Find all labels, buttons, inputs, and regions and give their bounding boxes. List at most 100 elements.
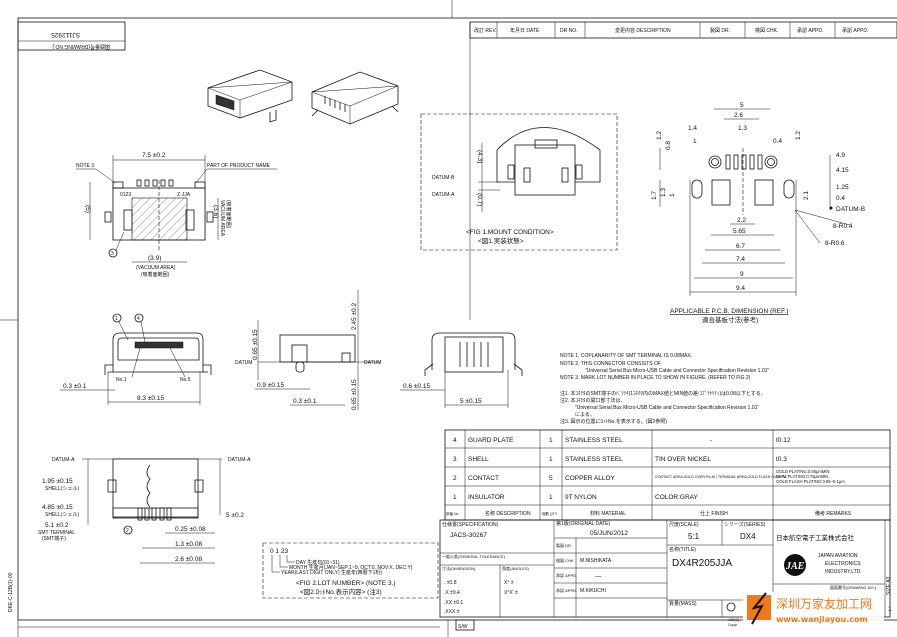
fig1-mount-condition: (4.3) (0.7) DATUM-B DATUM-A <FIG 1.MOUNT… — [420, 113, 618, 251]
note-line: NOTE 1. COPLANARITY OF SMT TERMINAL IS 0… — [560, 353, 692, 359]
pcb-caption: APPLICABLE P.C.B. DIMENSION (REF.) — [670, 308, 788, 315]
fig1-datum-a: DATUM-A — [432, 192, 455, 198]
pin-no1: No.1 — [116, 377, 127, 383]
pcb-dim-2-6: 2.6 — [734, 112, 743, 119]
part-no: 1 — [453, 494, 457, 501]
parts-row-1: 1 INSULATOR 1 9T NYLON COLOR:GRAY — [453, 494, 699, 501]
mouth-view: 1 4 No.1 No.5 0.3 ±0.1 8.3 ±0.15 — [60, 313, 212, 405]
note-line: "Universal Serial Bus Micro-USB Cable an… — [575, 405, 759, 411]
spec-value: JACS-30267 — [450, 532, 487, 539]
scale-label: 尺度(SCALE) — [669, 521, 699, 528]
pitch-dim-1-3: 1.3 ±0.08 — [175, 541, 202, 548]
pcb-radius-0-6: 8-R0.6 — [825, 240, 845, 247]
dimension-label: 寸法(DIMENSION) — [442, 565, 476, 571]
pcb-dim-9: 9 — [740, 271, 744, 278]
part-material: STAINLESS STEEL — [565, 437, 623, 444]
part-qty: 1 — [549, 437, 553, 444]
tolerance-label: 一般公差(GENERAL TOLERANCE) — [442, 553, 506, 559]
part-desc: SHELL — [468, 456, 489, 463]
fig1-caption-jp: <図1.実装状態> — [478, 236, 524, 245]
side-dim-0-3: 0.3 ±0.1 — [293, 398, 317, 405]
part-material: 9T NYLON — [565, 494, 597, 501]
side-view: DATUM DATUM 0.65 ±0.15 2.45 ±0.2 0.65 ±0… — [235, 290, 381, 410]
lot-day: DAY 生産日(01~31) — [296, 559, 340, 566]
rev-header-date: 年月日 DATE — [510, 27, 540, 34]
company-en-3: INDUSTRY,LTD. — [825, 569, 862, 575]
top-view: 7.5 ±0.2 NOTE 3 PART OF PRODUCT NAME 012… — [76, 152, 277, 278]
drawing-border — [17, 17, 897, 621]
part-remarks: Ni-Pd PLATING:0.75μmMIN — [776, 474, 828, 479]
bottom-datum-left: DATUM-A — [52, 457, 75, 463]
company-en-2: ELECTRONICS — [825, 561, 861, 567]
part-qty: 5 — [549, 475, 553, 482]
vacuum-area-label-jp: (吸着面範囲) — [141, 271, 170, 278]
spec-label: 仕様書(SPECIFICATION) — [442, 521, 499, 528]
fig1-caption: <FIG 1.MOUNT CONDITION> — [466, 229, 554, 236]
sw-box — [455, 619, 475, 631]
watermark-url: www.wanjiayou.com — [776, 615, 868, 624]
sheet-number: 1 — [888, 606, 892, 613]
pcb-dim-7-4: 7.4 — [736, 256, 745, 263]
part-desc: GUARD PLATE — [468, 437, 514, 444]
rev-header-chk: 検図 CHK. — [755, 27, 778, 34]
pcb-datum-b: DATUM-B — [836, 206, 865, 213]
balloon-3 — [108, 248, 118, 258]
header-material: 材料 MATERIAL — [590, 510, 626, 517]
angle-1: X°X' ± — [504, 590, 518, 596]
fig1-dim-lower: (0.7) — [476, 193, 483, 206]
angles-label: 角度(ANGLES) — [502, 565, 530, 571]
rear-dim-0-6: 0.6 ±0.15 — [403, 383, 430, 390]
part-material: STAINLESS STEEL — [565, 456, 623, 463]
bottom-dim-1-95-label: SHELL(シェル) — [45, 486, 80, 492]
note-line: "Universal Serial Bus Micro-USB Cable an… — [585, 368, 769, 374]
form-code: DKE-C-12B(1)-00 — [8, 572, 14, 612]
part-remarks: t0.12 — [776, 437, 791, 444]
pcb-radius-0-4: 8-R0.4 — [833, 223, 853, 230]
bottom-dim-5: 5 ±0.2 — [226, 512, 244, 519]
angle-0: X° ± — [504, 580, 514, 586]
note-line: NOTE 3. MARK LOT NUMBER IN PLACE TO SHOW… — [560, 375, 751, 381]
pcb-dim-1-7: 1.7 — [651, 191, 658, 200]
part-material: COPPER ALLOY — [565, 475, 616, 482]
product-name-ref: PART OF PRODUCT NAME — [207, 163, 271, 169]
pcb-dim-4-15: 4.15 — [836, 167, 849, 174]
dim-height: (5) — [84, 205, 91, 213]
bottom-dim-1-95: 1.95 ±0.15 — [42, 478, 73, 485]
mark-name: Z-JJA — [177, 192, 191, 198]
tolerance-2: .XX ±0.1 — [444, 600, 463, 606]
vacuum-area-label-v-jp: (吸着面範囲) — [225, 200, 232, 229]
watermark-cn: 深圳万家友加工网 — [776, 596, 872, 611]
copyright-2: Copyr — [728, 623, 738, 627]
note-line: 注1. 本ｺﾈｸﾀのSMT端子のﾊﾞﾗﾂｷ(1ｺﾈｸﾀ内のMAX値とMIN値の差… — [560, 390, 766, 397]
watermark: 深圳万家友加工网 www.wanjiayou.com — [743, 592, 884, 633]
appd2-label: 承認 APPD. — [556, 587, 577, 593]
title-label: 名称(TITLE) — [669, 546, 696, 553]
balloon-2: 2 — [126, 528, 129, 534]
series-label: シリーズ(SERIES) — [724, 521, 766, 528]
part-no: 3 — [453, 456, 457, 463]
pcb-dim-1: 1 — [693, 138, 697, 145]
pitch-dim-2-6: 2.6 ±0.08 — [175, 556, 202, 563]
lot-month: MONTH 生産月(JAN~SEP:1~9, OCT:0, NOV:X, DEC… — [289, 564, 413, 571]
note3-ref: NOTE 3 — [76, 163, 94, 169]
header-remarks: 備考 REMARKS — [815, 510, 852, 517]
balloon-1: 1 — [115, 316, 118, 322]
bottom-dim-5-1-label-jp: (SMT端子) — [42, 535, 66, 542]
jae-logo-icon: JAE — [784, 554, 806, 576]
bottom-view: DATUM-A DATUM-A 1.95 ±0.15 SHELL(シェル) 4.… — [38, 457, 251, 564]
pcb-dim-1-left: 1 — [669, 193, 676, 197]
pcb-dim-1-25: 1.25 — [836, 184, 849, 191]
pcb-dim-1-3: 1.3 — [738, 125, 747, 132]
copyright-1: JAE(C) — [728, 618, 739, 622]
pcb-dim-0-8: 0.8 — [665, 141, 672, 150]
side-datum-right: DATUM — [364, 360, 381, 366]
lot-sample: 0 1 23 — [270, 548, 288, 555]
parts-row-4: 4 GUARD PLATE 1 STAINLESS STEEL - t0.12 — [453, 437, 791, 444]
size-label: SIZE A3 — [886, 576, 892, 595]
series-value: DX4 — [740, 532, 756, 541]
balloon-4: 4 — [137, 316, 140, 322]
part-qty: 1 — [549, 494, 553, 501]
bottom-datum-right: DATUM-A — [228, 457, 251, 463]
rev-header-dr: 製図 DR. — [710, 27, 730, 34]
fig1-dim-upper: (4.3) — [476, 150, 483, 163]
